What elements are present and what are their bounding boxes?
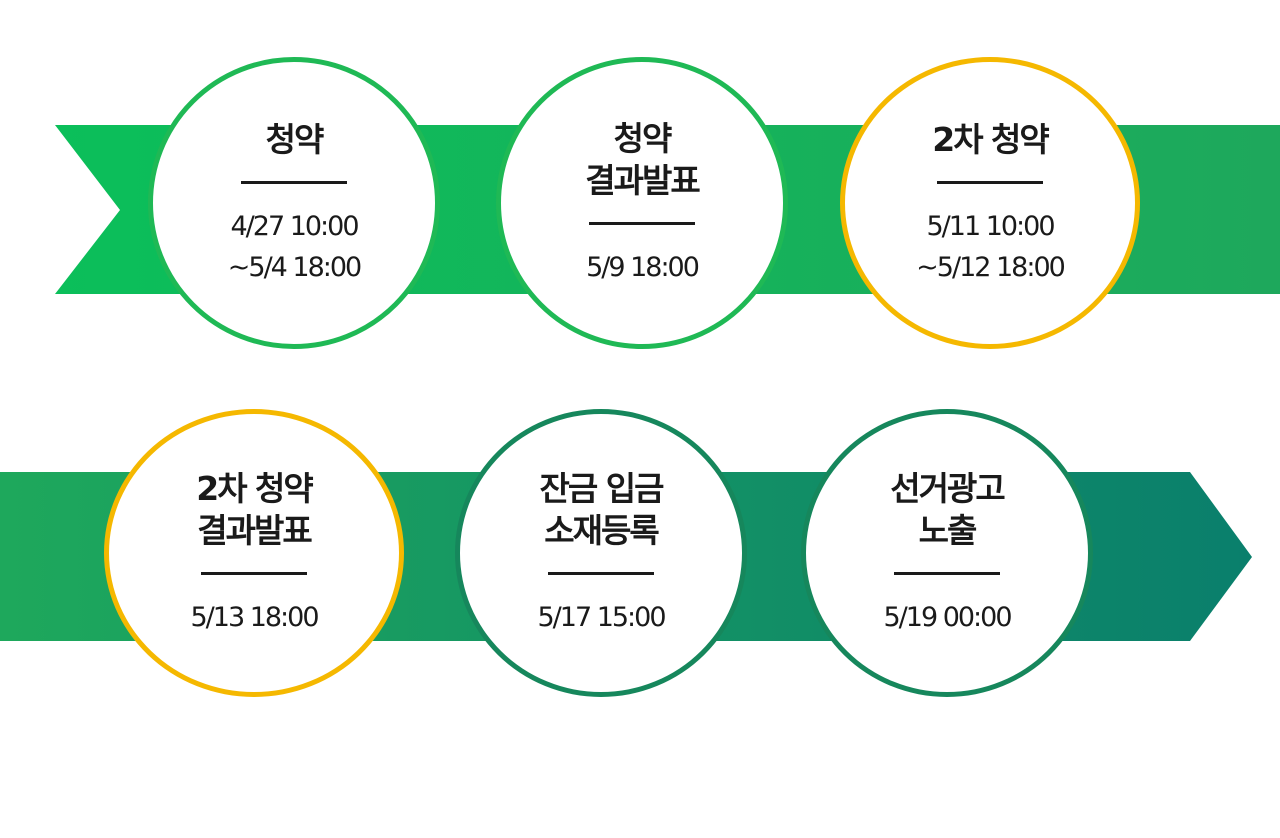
step-5-circle: 잔금 입금 소재등록 5/17 15:00: [455, 409, 747, 697]
step-4-divider: [201, 572, 307, 575]
step-1-divider: [241, 180, 347, 184]
step-3-title: 2차 청약: [932, 119, 1050, 159]
step-2-date: 5/9 18:00: [586, 252, 700, 283]
step-3-divider: [937, 180, 1043, 184]
step-1-date: 4/27 10:00 ~5/4 18:00: [227, 210, 362, 283]
step-4-date: 5/13 18:00: [190, 602, 319, 633]
step-2-circle: 청약 결과발표 5/9 18:00: [496, 57, 788, 349]
step-6-title: 선거광고 노출: [890, 469, 1005, 550]
step-4-title: 2차 청약 결과발표: [196, 469, 314, 550]
step-5-divider: [548, 572, 654, 575]
step-1-circle: 청약 4/27 10:00 ~5/4 18:00: [148, 57, 440, 349]
step-6-date: 5/19 00:00: [883, 602, 1012, 633]
step-2-divider: [589, 222, 695, 225]
step-3-circle: 2차 청약 5/11 10:00 ~5/12 18:00: [840, 57, 1140, 349]
step-3-date: 5/11 10:00 ~5/12 18:00: [916, 210, 1066, 283]
step-6-circle: 선거광고 노출 5/19 00:00: [801, 409, 1093, 697]
step-5-date: 5/17 15:00: [537, 602, 666, 633]
step-1-title: 청약: [265, 119, 325, 159]
step-4-circle: 2차 청약 결과발표 5/13 18:00: [104, 409, 404, 697]
step-6-divider: [894, 572, 1000, 575]
step-2-title: 청약 결과발표: [585, 119, 700, 200]
step-5-title: 잔금 입금 소재등록: [539, 469, 665, 550]
